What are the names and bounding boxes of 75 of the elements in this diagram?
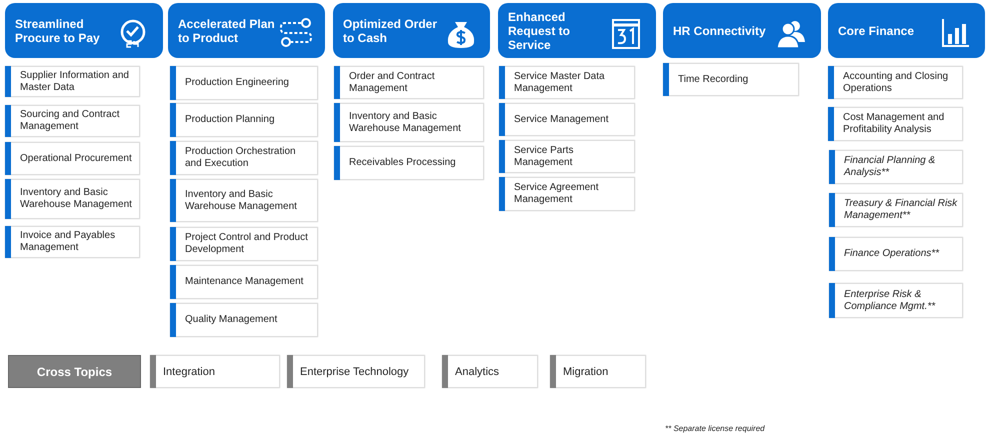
capability-name: Service Agreement Management	[514, 182, 600, 206]
header-title: Optimized Order to Cash	[343, 16, 438, 44]
capability-card	[829, 193, 963, 227]
capability-name: Enterprise Risk & Compliance Mgmt.**	[844, 288, 936, 312]
capability-name: Production Orchestration and Execution	[185, 146, 297, 170]
capability-card	[499, 140, 635, 173]
capability-name: Supplier Information and Master Data	[20, 70, 130, 94]
capability-name: Financial Planning & Analysis**	[844, 155, 936, 179]
capability-name: Migration	[563, 366, 610, 378]
header-title: Streamlined Procure to Pay	[15, 16, 101, 44]
capability-card	[828, 66, 963, 99]
category-header	[168, 3, 325, 58]
capability-card	[150, 355, 280, 388]
capability-card	[170, 66, 318, 100]
category-header	[498, 3, 656, 58]
capability-card	[499, 177, 635, 211]
capability-name: Quality Management	[185, 314, 278, 326]
capability-name: Service Parts Management	[514, 144, 574, 168]
capability-name: Inventory and Basic Warehouse Management	[20, 187, 133, 211]
header-title: Core Finance	[838, 24, 916, 38]
capability-name: Treasury & Financial Risk Management**	[844, 198, 958, 222]
capability-card	[5, 105, 140, 137]
capability-card	[829, 237, 963, 271]
capability-card	[5, 142, 140, 175]
capability-card	[334, 66, 484, 99]
capability-name: Enterprise Technology	[300, 366, 410, 378]
capability-name: Production Planning	[185, 114, 276, 126]
capability-card	[5, 226, 140, 258]
capability-card	[5, 66, 140, 97]
capability-name: Cost Management and Profitability Analysis	[843, 112, 946, 136]
capability-name: Receivables Processing	[349, 157, 457, 169]
capability-name: Accounting and Closing Operations	[843, 70, 950, 94]
capability-name: Integration	[163, 366, 216, 378]
capability-card	[170, 179, 318, 222]
capability-name: Order and Contract Management	[349, 70, 436, 94]
category-header	[5, 3, 163, 58]
header-title: Enhanced Request to Service	[508, 10, 572, 52]
capability-name: Invoice and Payables Management	[20, 230, 116, 254]
category-header	[663, 3, 821, 58]
capability-name: Production Engineering	[185, 77, 290, 89]
capability-name: Inventory and Basic Warehouse Management	[349, 110, 462, 134]
capability-card	[499, 66, 635, 99]
section-title: Cross Topics	[36, 364, 114, 378]
capability-card	[829, 283, 963, 318]
capability-card	[287, 355, 425, 388]
capability-name: Service Master Data Management	[514, 70, 606, 94]
capability-card	[170, 141, 318, 175]
capability-card	[170, 265, 318, 299]
header-title: HR Connectivity	[673, 24, 767, 38]
capability-card	[550, 355, 646, 388]
section-label	[8, 355, 141, 388]
capability-name: Sourcing and Contract Management	[20, 109, 121, 133]
capability-card	[170, 227, 318, 261]
header-title: Accelerated Plan to Product	[178, 16, 276, 44]
capability-card	[334, 146, 484, 180]
capability-card	[170, 103, 318, 137]
capability-card	[442, 355, 538, 388]
capability-card	[829, 150, 963, 184]
capability-card	[334, 103, 484, 142]
capability-name: Analytics	[455, 366, 500, 378]
category-header	[828, 3, 985, 58]
capability-name: Time Recording	[678, 74, 750, 86]
capability-name: Project Control and Product Development	[185, 232, 309, 256]
capability-name: Inventory and Basic Warehouse Management	[185, 188, 298, 212]
capability-card	[663, 63, 799, 96]
capability-name: Operational Procurement	[20, 152, 133, 164]
capability-name: Maintenance Management	[185, 276, 304, 288]
capability-name: Service Management	[514, 114, 610, 126]
footnote: ** Separate license required	[665, 424, 765, 433]
capability-card	[170, 303, 318, 337]
capability-card	[499, 103, 635, 136]
capability-card	[828, 107, 963, 141]
capability-card	[5, 179, 140, 219]
capability-name: Finance Operations**	[844, 248, 940, 260]
category-header	[333, 3, 490, 58]
